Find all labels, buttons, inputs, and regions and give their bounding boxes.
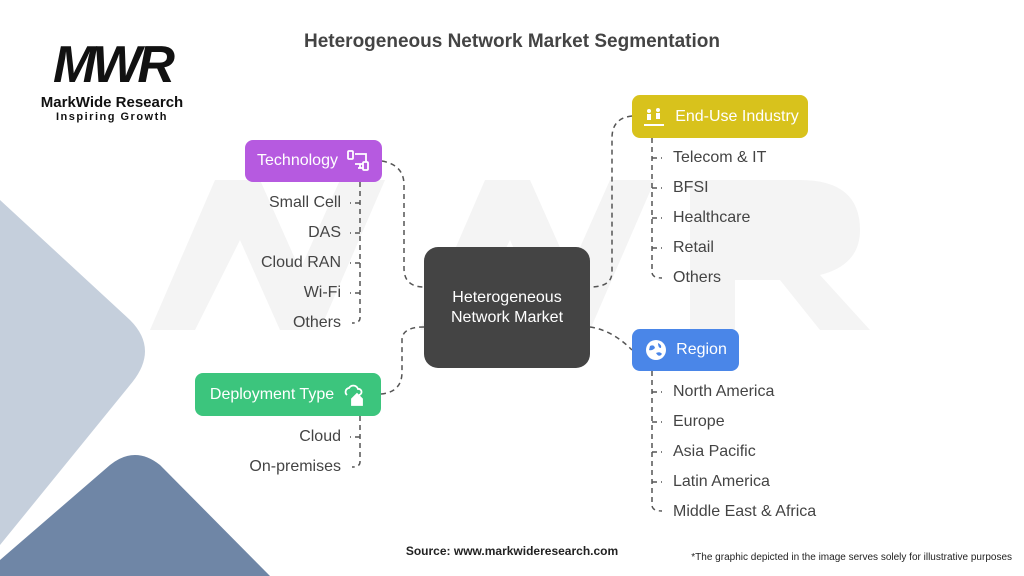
logo-name: MarkWide Research xyxy=(40,94,184,111)
end-use-items: Telecom & IT BFSI Healthcare Retail Othe… xyxy=(673,148,766,298)
connectors xyxy=(350,115,663,512)
devices-icon xyxy=(347,150,369,171)
list-item: Retail xyxy=(673,239,714,256)
list-item: Asia Pacific xyxy=(673,443,756,460)
page-title: Heterogeneous Network Market Segmentatio… xyxy=(304,31,720,52)
list-item: Cloud xyxy=(299,428,341,445)
list-item: On-premises xyxy=(249,458,341,475)
technology-label: Technology xyxy=(257,152,338,169)
list-item: DAS xyxy=(308,224,341,241)
list-item: Cloud RAN xyxy=(260,254,341,271)
disclaimer-note: *The graphic depicted in the image serve… xyxy=(691,552,1012,563)
list-item: Wi-Fi xyxy=(303,284,341,301)
center-line-2: Network Market xyxy=(450,308,564,326)
globe-icon xyxy=(646,340,667,360)
cloud-home-icon xyxy=(344,384,364,406)
deployment-items: Cloud On-premises xyxy=(249,427,341,487)
technology-category: Technology xyxy=(245,140,382,182)
list-item: Middle East & Africa xyxy=(673,503,817,520)
region-category: Region xyxy=(632,329,739,371)
list-item: Others xyxy=(292,314,341,331)
logo: MWR MarkWide Research Inspiring Growth xyxy=(32,36,192,124)
list-item: Europe xyxy=(673,413,725,430)
logo-tagline: Inspiring Growth xyxy=(56,111,168,123)
list-item: Small Cell xyxy=(268,194,341,211)
source-text: Source: www.markwideresearch.com xyxy=(405,544,619,558)
list-item: Others xyxy=(673,269,722,286)
end-use-category: End-Use Industry xyxy=(632,95,808,138)
watermark-shapes xyxy=(150,180,870,330)
center-line-1: Heterogeneous xyxy=(452,288,562,306)
region-label: Region xyxy=(676,341,727,358)
bg-light-shape xyxy=(0,200,145,545)
end-use-label: End-Use Industry xyxy=(675,107,799,125)
list-item: Healthcare xyxy=(673,209,751,226)
list-item: BFSI xyxy=(673,179,709,196)
deployment-category: Deployment Type xyxy=(195,373,381,416)
technology-items: Small Cell DAS Cloud RAN Wi-Fi Others xyxy=(261,193,341,343)
list-item: Telecom & IT xyxy=(673,149,767,166)
industry-people-icon xyxy=(644,107,665,126)
region-items: North America Europe Asia Pacific Latin … xyxy=(673,382,816,532)
list-item: Latin America xyxy=(673,473,770,490)
deployment-label: Deployment Type xyxy=(209,385,335,403)
logo-mark: MWR xyxy=(53,36,175,94)
bg-dark-shape xyxy=(0,455,270,576)
list-item: North America xyxy=(673,383,775,400)
